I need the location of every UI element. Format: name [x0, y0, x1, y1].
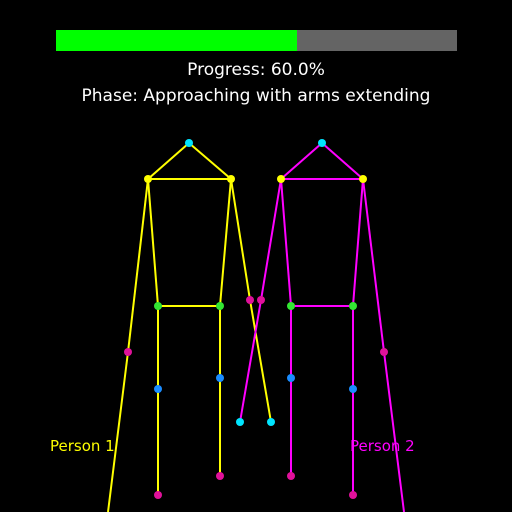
right-foot-joint [349, 491, 357, 499]
bone-le-lh [107, 351, 129, 512]
person-2-label: Person 2 [350, 437, 415, 455]
progress-bar-fill [56, 30, 297, 51]
left-hip-joint [287, 302, 295, 310]
right-elbow-joint [380, 348, 388, 356]
bone-head-ls [280, 142, 323, 180]
right-hip-joint [216, 302, 224, 310]
bone-le-lh [239, 299, 262, 423]
head-joint [318, 139, 326, 147]
bone-re-rh [383, 351, 405, 512]
left-hip-joint [154, 302, 162, 310]
left-knee-joint [287, 374, 295, 382]
bone-rs-rhip [219, 178, 232, 307]
left-elbow-joint [124, 348, 132, 356]
right-knee-joint [349, 385, 357, 393]
right-hip-joint [349, 302, 357, 310]
left-shoulder-joint [277, 175, 285, 183]
left-elbow-joint [257, 296, 265, 304]
right-knee-joint [216, 374, 224, 382]
person-1-label: Person 1 [50, 437, 115, 455]
bone-head-ls [147, 142, 190, 180]
bone-ls-lhip [280, 178, 292, 307]
bone-ls-le [127, 178, 149, 353]
right-hand-joint [267, 418, 275, 426]
right-shoulder-joint [227, 175, 235, 183]
bone-rs-rhip [352, 178, 364, 307]
progress-bar [56, 30, 457, 51]
progress-text: Progress: 60.0% [187, 60, 325, 80]
bone-head-rs [321, 142, 364, 180]
right-shoulder-joint [359, 175, 367, 183]
bone-re-rh [249, 299, 272, 423]
person-2-skeleton [236, 139, 405, 512]
left-foot-joint [287, 472, 295, 480]
bone-head-rs [188, 142, 232, 180]
right-elbow-joint [246, 296, 254, 304]
left-knee-joint [154, 385, 162, 393]
head-joint [185, 139, 193, 147]
left-hand-joint [236, 418, 244, 426]
bone-rs-re [230, 178, 251, 301]
phase-text: Phase: Approaching with arms extending [81, 86, 431, 106]
right-foot-joint [216, 472, 224, 480]
left-shoulder-joint [144, 175, 152, 183]
bone-ls-le [260, 178, 282, 301]
person-1-skeleton [107, 139, 275, 512]
bone-ls-lhip [147, 178, 159, 307]
left-foot-joint [154, 491, 162, 499]
bone-rs-re [362, 178, 385, 353]
